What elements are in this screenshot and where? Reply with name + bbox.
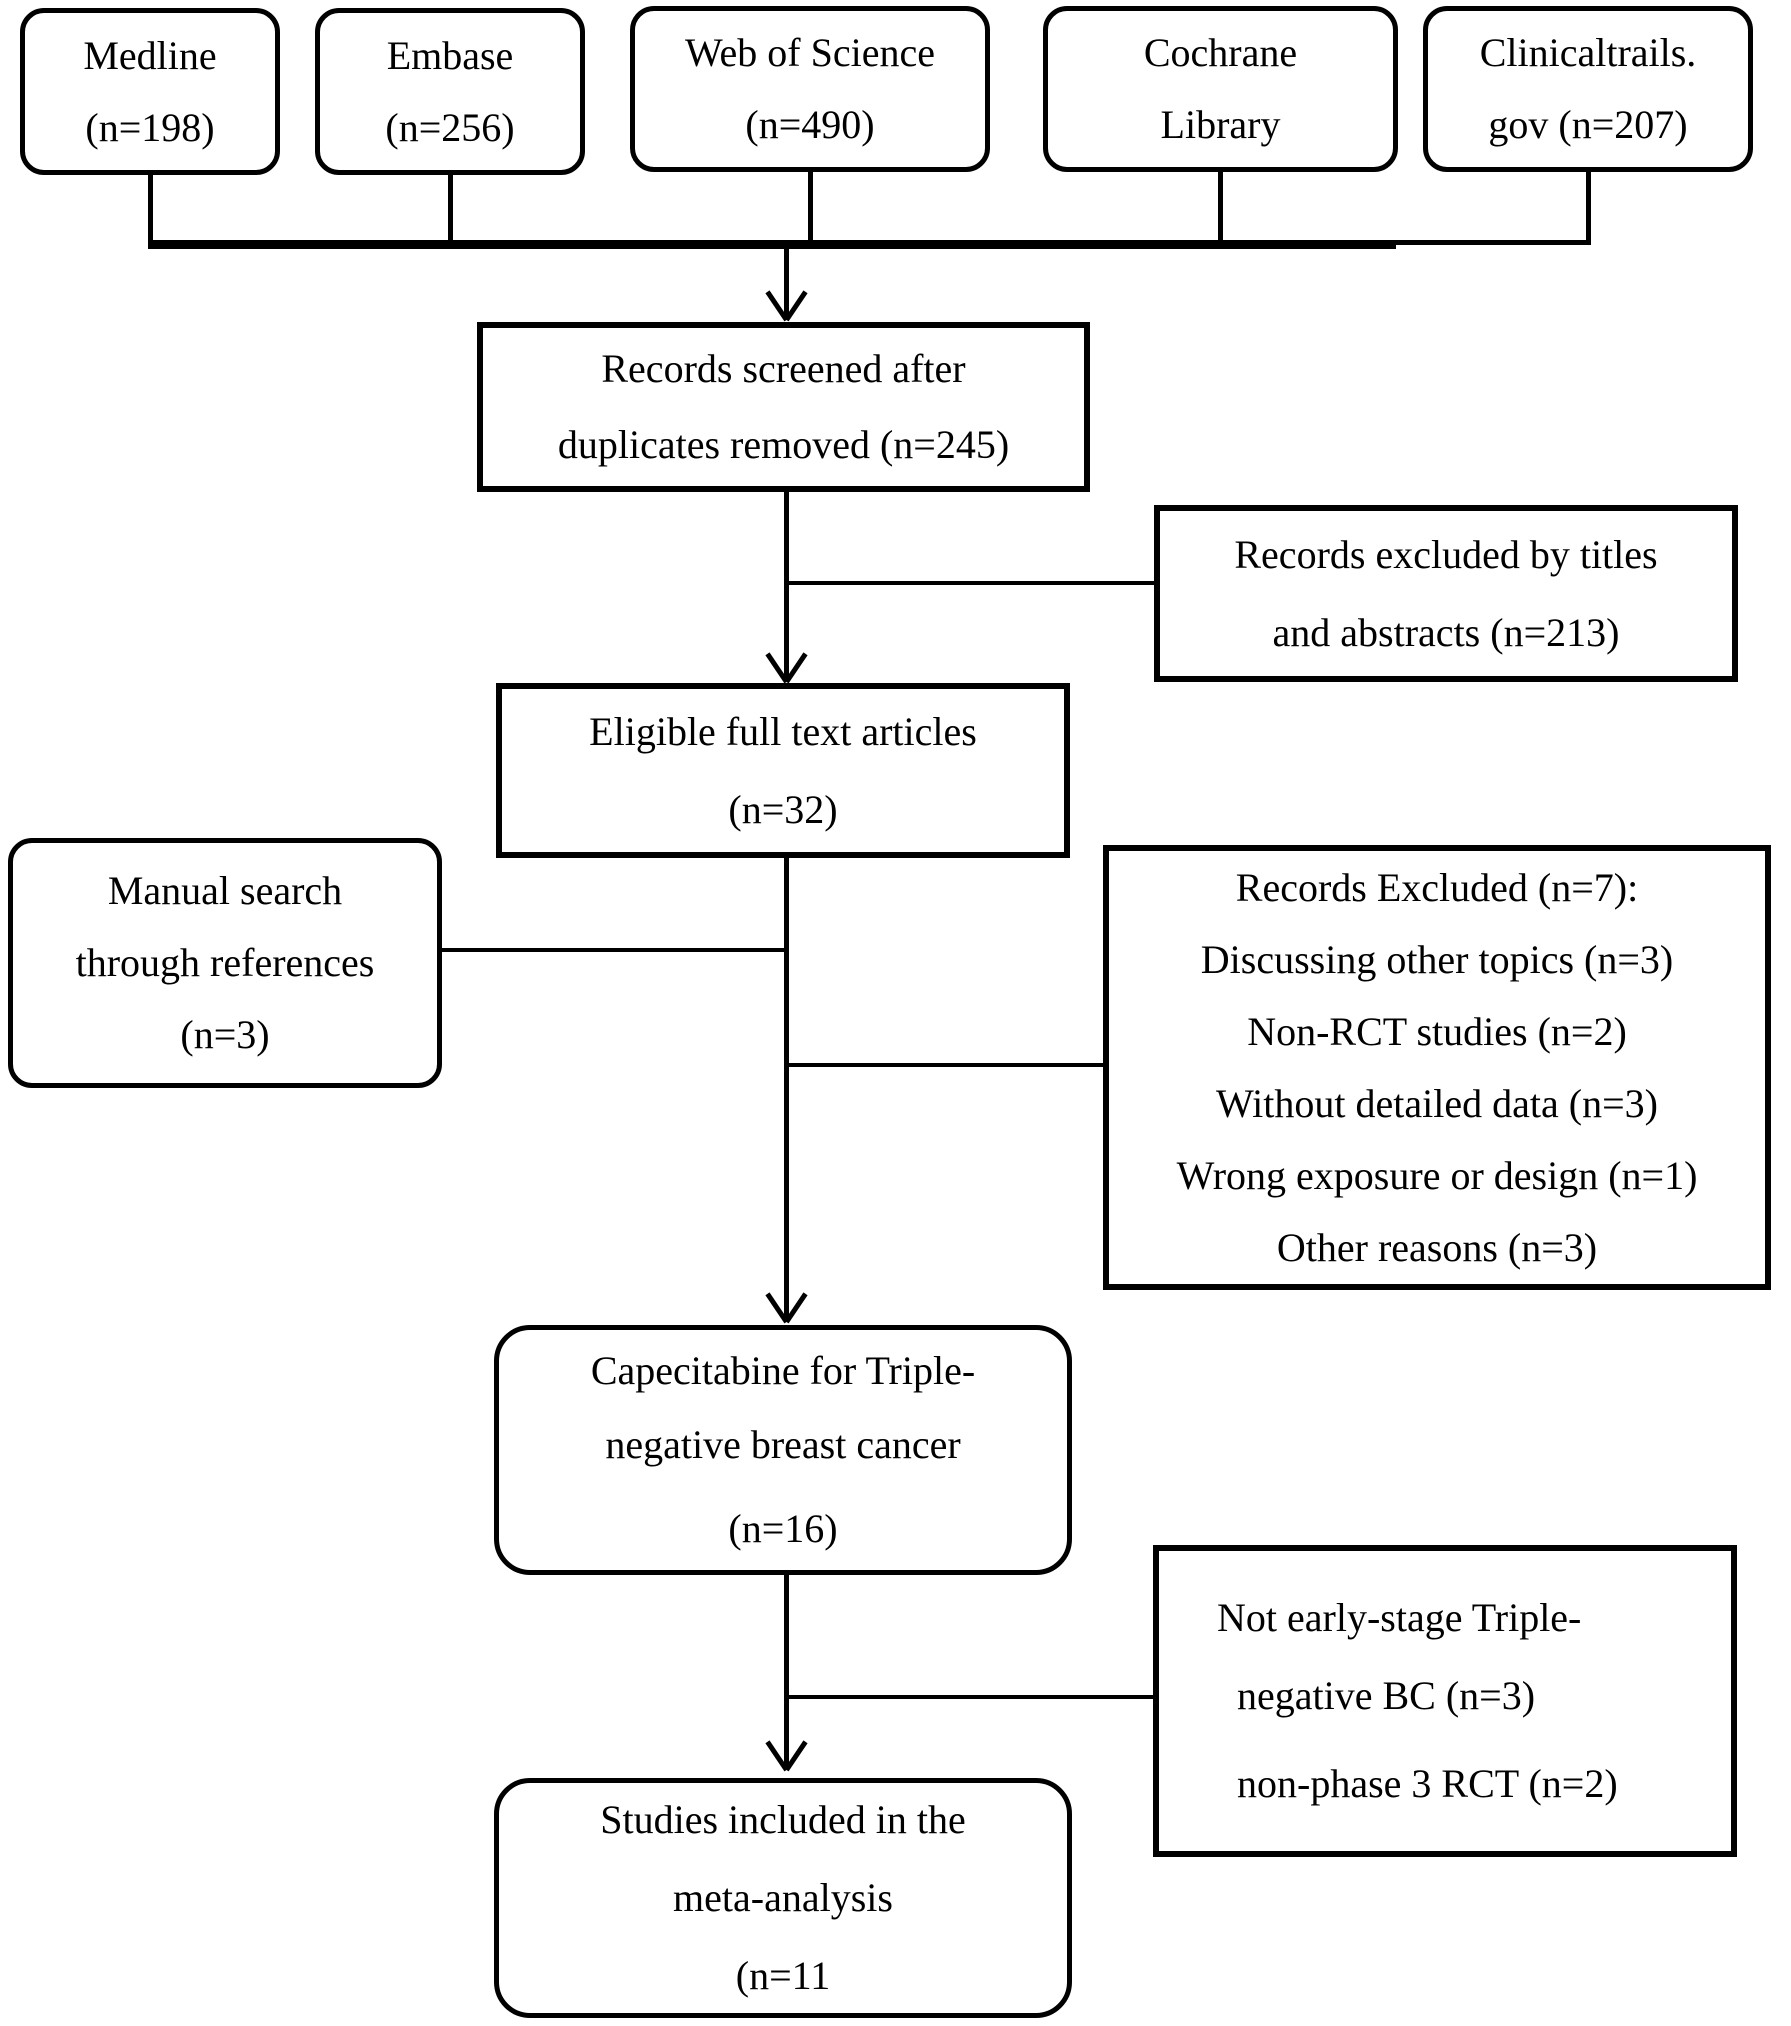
box-web-of-science: Web of Science (n=490): [630, 6, 990, 172]
box-excluded-titles-line1: Records excluded by titles: [1234, 531, 1658, 577]
box-capecitabine-line3: (n=16): [728, 1506, 838, 1551]
box-records-excluded-line4: Without detailed data (n=3): [1216, 1080, 1658, 1126]
arrow-down-icon: [765, 648, 809, 682]
connector-stem-to-capecitabine: [784, 858, 789, 1320]
box-records-excluded-line1: Records Excluded (n=7):: [1235, 864, 1639, 910]
box-embase-line1: Embase: [386, 32, 514, 78]
box-records-excluded-line5: Wrong exposure or design (n=1): [1176, 1152, 1698, 1198]
box-eligible-line2: (n=32): [728, 786, 838, 832]
connector-stem-to-eligible: [784, 492, 789, 679]
box-excluded-titles-abstracts: Records excluded by titles and abstracts…: [1154, 505, 1738, 682]
box-clinicaltrials-gov-line1: Clinicaltrails.: [1479, 30, 1697, 75]
connector-branch-records-excluded: [786, 1063, 1105, 1067]
box-medline: Medline (n=198): [20, 8, 280, 175]
box-records-excluded-line6: Other reasons (n=3): [1276, 1224, 1598, 1270]
box-manual-search-line3: (n=3): [180, 1012, 270, 1057]
box-not-early-stage: Not early-stage Triple- negative BC (n=3…: [1153, 1545, 1737, 1857]
connector-stub-medline: [148, 175, 153, 242]
box-records-excluded-fulltext: Records Excluded (n=7): Discussing other…: [1103, 845, 1771, 1290]
box-records-screened-line2: duplicates removed (n=245): [557, 422, 1010, 467]
box-web-of-science-line1: Web of Science: [685, 30, 935, 75]
box-capecitabine-line1: Capecitabine for Triple-: [590, 1348, 976, 1393]
box-clinicaltrials-gov-line2: gov (n=207): [1488, 102, 1688, 147]
connector-stub-clinicaltrials: [1586, 172, 1591, 242]
box-capecitabine-line2: negative breast cancer: [605, 1422, 961, 1467]
box-manual-search-line1: Manual search: [107, 868, 343, 913]
connector-branch-not-early-stage: [786, 1695, 1153, 1699]
arrow-down-icon: [765, 1288, 809, 1322]
box-records-excluded-line3: Non-RCT studies (n=2): [1247, 1008, 1627, 1054]
box-records-screened-line1: Records screened after: [601, 346, 966, 391]
box-medline-line2: (n=198): [85, 104, 215, 150]
box-records-screened: Records screened after duplicates remove…: [477, 322, 1090, 492]
box-medline-line1: Medline: [83, 32, 217, 78]
box-not-early-line3: non-phase 3 RCT (n=2): [1237, 1761, 1618, 1806]
box-embase: Embase (n=256): [315, 8, 585, 175]
box-cochrane-library-line1: Cochrane: [1143, 30, 1298, 75]
arrow-down-icon: [765, 286, 809, 320]
connector-stem-to-included: [784, 1575, 789, 1768]
connector-branch-manual-search: [440, 948, 786, 952]
connector-stem-to-screened: [784, 249, 789, 316]
box-not-early-line2: negative BC (n=3): [1237, 1673, 1536, 1718]
box-capecitabine-tnbc: Capecitabine for Triple- negative breast…: [494, 1325, 1072, 1575]
box-studies-included-line1: Studies included in the: [600, 1797, 966, 1842]
box-eligible-line1: Eligible full text articles: [589, 708, 977, 754]
connector-collector-line: [148, 240, 1396, 249]
box-cochrane-library-line2: Library: [1160, 102, 1281, 147]
box-studies-included: Studies included in the meta-analysis (n…: [494, 1778, 1072, 2018]
box-records-excluded-line2: Discussing other topics (n=3): [1200, 936, 1674, 982]
connector-branch-excluded-titles: [786, 581, 1156, 585]
box-eligible-full-text: Eligible full text articles (n=32): [496, 683, 1070, 858]
box-studies-included-line3: (n=11: [735, 1953, 831, 1998]
connector-stub-cochrane: [1218, 172, 1223, 242]
arrow-down-icon: [765, 1736, 809, 1770]
box-embase-line2: (n=256): [385, 104, 515, 150]
box-manual-search-line2: through references: [75, 940, 375, 985]
box-web-of-science-line2: (n=490): [745, 102, 875, 147]
box-cochrane-library: Cochrane Library: [1043, 6, 1398, 172]
connector-collector-line-right: [1396, 240, 1591, 245]
box-excluded-titles-line2: and abstracts (n=213): [1272, 609, 1620, 655]
box-not-early-line1: Not early-stage Triple-: [1217, 1595, 1582, 1640]
connector-stub-web-of-science: [808, 172, 813, 242]
box-studies-included-line2: meta-analysis: [673, 1875, 893, 1920]
connector-stub-embase: [448, 175, 453, 242]
box-clinicaltrials-gov: Clinicaltrails. gov (n=207): [1423, 6, 1753, 172]
box-manual-search: Manual search through references (n=3): [8, 838, 442, 1088]
